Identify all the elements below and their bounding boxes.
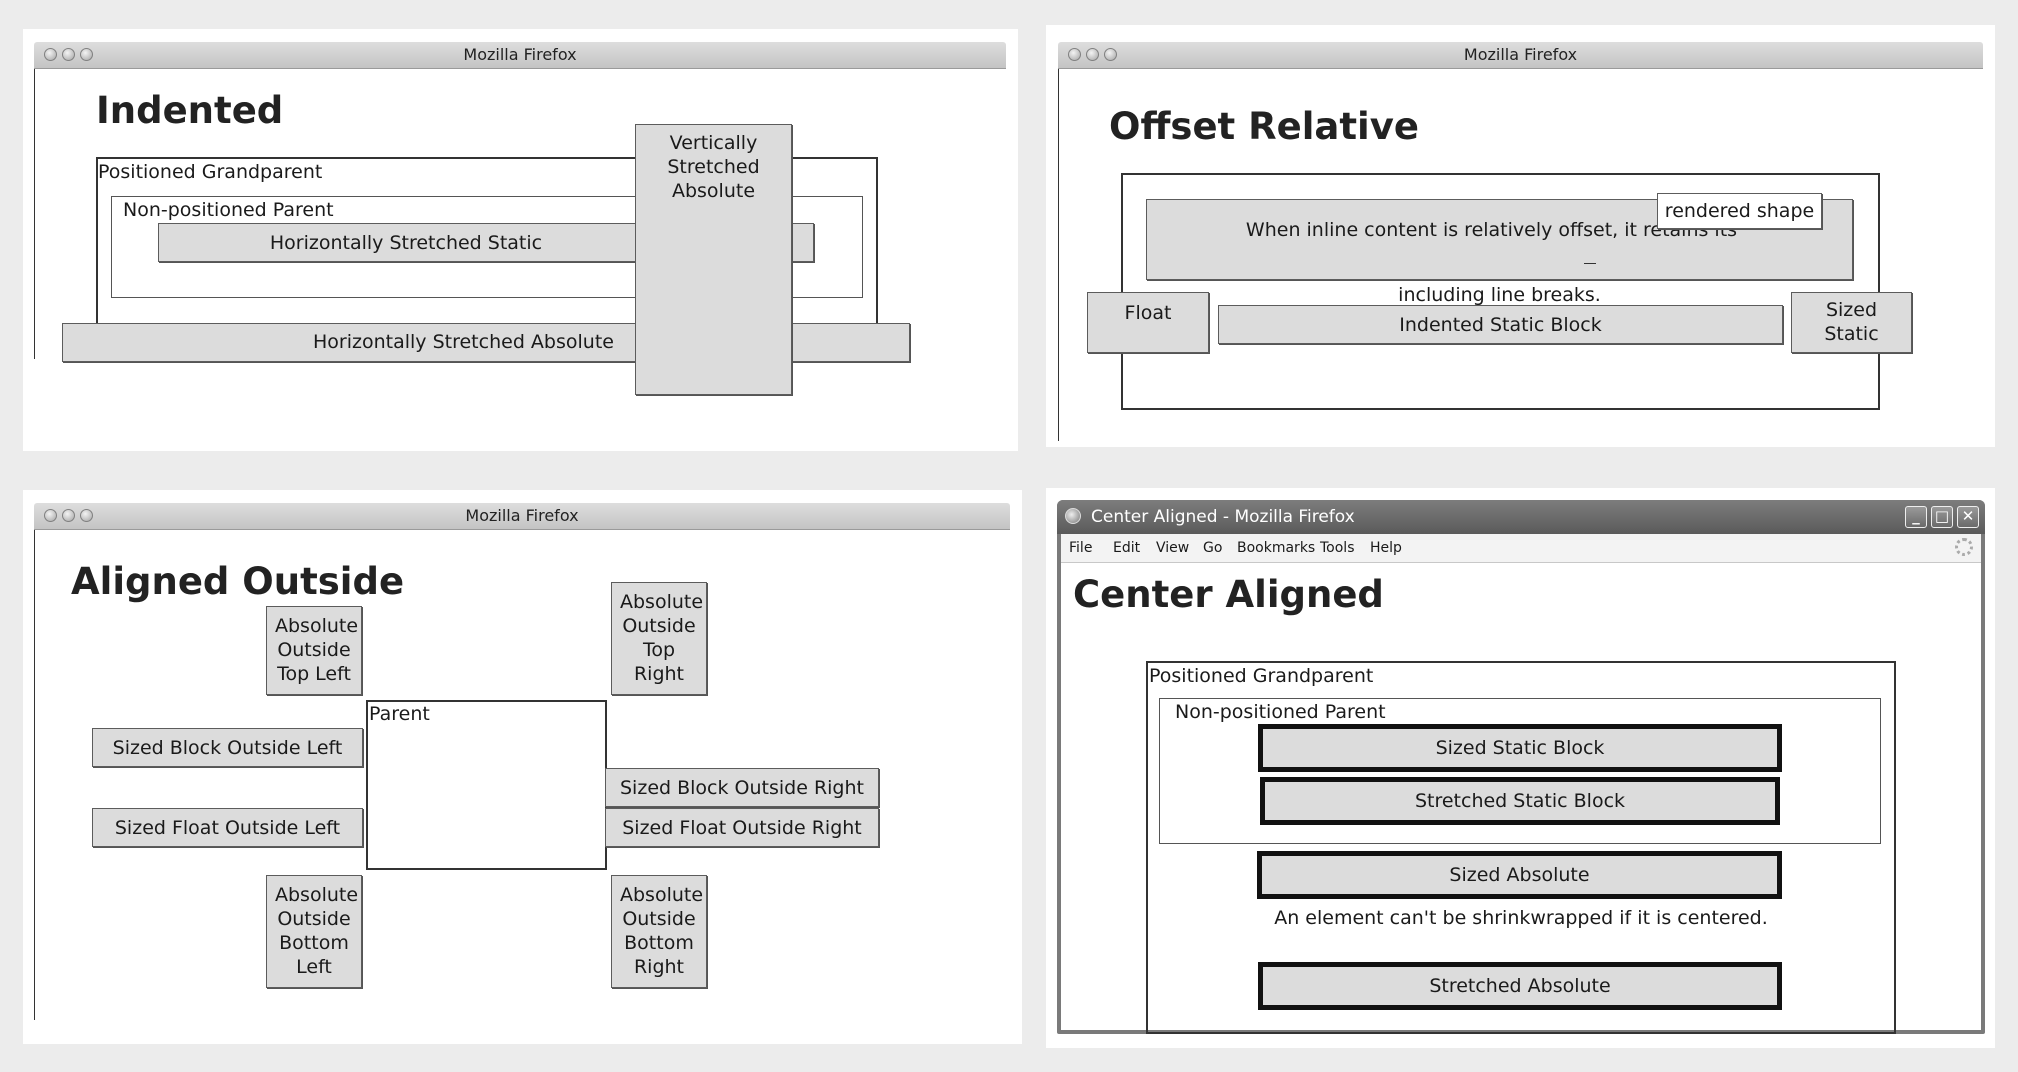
close-button[interactable]: ✕ — [1957, 506, 1979, 528]
close-window-icon[interactable] — [44, 48, 57, 61]
window-left-edge — [1058, 69, 1059, 441]
window-titlebar[interactable]: Center Aligned - Mozilla Firefox _ □ ✕ — [1057, 500, 1985, 534]
minimize-window-icon[interactable] — [1086, 48, 1099, 61]
absolute-outside-bottom-right: Absolute Outside Bottom Right — [611, 875, 707, 988]
minimize-window-icon[interactable] — [62, 509, 75, 522]
absolute-outside-top-right: Absolute Outside Top Right — [611, 582, 707, 695]
page-heading: Aligned Outside — [71, 560, 405, 603]
sized-float-outside-right: Sized Float Outside Right — [605, 808, 879, 847]
window-title: Mozilla Firefox — [465, 506, 579, 525]
menu-bar: File Edit View Go Bookmarks Tools Help — [1061, 534, 1981, 563]
window-titlebar[interactable]: Mozilla Firefox — [34, 42, 1006, 69]
grandparent-label: Positioned Grandparent — [1149, 665, 1374, 687]
menu-view[interactable]: View — [1156, 540, 1190, 556]
firefox-logo-icon — [1065, 508, 1081, 524]
panel-aligned-outside: Mozilla Firefox Aligned Outside Parent A… — [23, 490, 1022, 1044]
menu-file[interactable]: File — [1069, 540, 1093, 556]
panel-indented: Mozilla Firefox Indented Positioned Gran… — [23, 29, 1018, 451]
stretched-static-block: Stretched Static Block — [1260, 777, 1780, 825]
minimize-button[interactable]: _ — [1905, 506, 1927, 528]
menu-help[interactable]: Help — [1370, 540, 1402, 556]
menu-tools[interactable]: Tools — [1320, 540, 1355, 556]
window-left-edge — [34, 530, 35, 1020]
sized-float-outside-left: Sized Float Outside Left — [92, 808, 363, 847]
parent-box — [366, 700, 607, 870]
minimize-window-icon[interactable] — [62, 48, 75, 61]
window-titlebar[interactable]: Mozilla Firefox — [34, 503, 1010, 530]
non-positioned-parent — [1159, 698, 1881, 844]
menu-go[interactable]: Go — [1203, 540, 1223, 556]
vertically-stretched-absolute-text: Vertically Stretched Absolute — [667, 132, 760, 202]
sized-absolute: Sized Absolute — [1257, 851, 1782, 899]
grandparent-label: Positioned Grandparent — [98, 161, 323, 183]
float-box: Float — [1087, 292, 1209, 353]
panel-center-aligned: Center Aligned - Mozilla Firefox _ □ ✕ F… — [1046, 488, 1995, 1048]
inline-text-line1: When inline content is relatively offset… — [1245, 219, 1738, 241]
window-left-edge — [34, 69, 35, 359]
sized-block-outside-right: Sized Block Outside Right — [605, 768, 879, 807]
close-window-icon[interactable] — [1068, 48, 1081, 61]
inline-text-line2: including line breaks. — [1398, 284, 1601, 306]
close-window-icon[interactable] — [44, 509, 57, 522]
zoom-window-icon[interactable] — [80, 48, 93, 61]
window-title: Mozilla Firefox — [463, 45, 577, 64]
rendered-shape: rendered shape — [1657, 193, 1822, 229]
page-heading: Center Aligned — [1073, 573, 1384, 616]
indented-static-block: Indented Static Block — [1218, 305, 1783, 344]
sized-static-block: Sized Static Block — [1258, 724, 1782, 772]
sized-block-outside-left: Sized Block Outside Left — [92, 728, 363, 767]
absolute-outside-top-left: Absolute Outside Top Left — [266, 606, 362, 695]
browser-window: Center Aligned - Mozilla Firefox _ □ ✕ F… — [1057, 500, 1985, 1034]
positioned-container — [1121, 173, 1880, 410]
maximize-button[interactable]: □ — [1931, 506, 1953, 528]
sized-static-box: Sized Static — [1791, 292, 1912, 353]
window-title: Center Aligned - Mozilla Firefox — [1091, 507, 1355, 527]
menu-bookmarks[interactable]: Bookmarks — [1237, 540, 1316, 556]
absolute-outside-bottom-left: Absolute Outside Bottom Left — [266, 875, 362, 988]
window-titlebar[interactable]: Mozilla Firefox — [1058, 42, 1983, 69]
page-content: Center Aligned Positioned Grandparent No… — [1061, 563, 1981, 1034]
page-heading: Offset Relative — [1109, 105, 1419, 148]
throbber-icon — [1955, 538, 1973, 556]
menu-edit[interactable]: Edit — [1113, 540, 1141, 556]
non-positioned-parent — [111, 196, 863, 298]
page-heading: Indented — [96, 89, 284, 132]
vertically-stretched-absolute: Vertically Stretched Absolute — [635, 124, 792, 395]
shrinkwrap-note: An element can't be shrinkwrapped if it … — [1274, 907, 1768, 929]
zoom-window-icon[interactable] — [1104, 48, 1117, 61]
window-title: Mozilla Firefox — [1463, 45, 1578, 64]
offset-underline — [1583, 263, 1596, 264]
zoom-window-icon[interactable] — [80, 509, 93, 522]
positioned-grandparent — [1146, 661, 1896, 1034]
parent-label: Non-positioned Parent — [1175, 701, 1386, 723]
parent-label: Non-positioned Parent — [123, 199, 334, 221]
stretched-absolute: Stretched Absolute — [1258, 962, 1782, 1010]
parent-label: Parent — [369, 703, 430, 725]
panel-offset-relative: Mozilla Firefox Offset Relative When inl… — [1046, 25, 1995, 447]
